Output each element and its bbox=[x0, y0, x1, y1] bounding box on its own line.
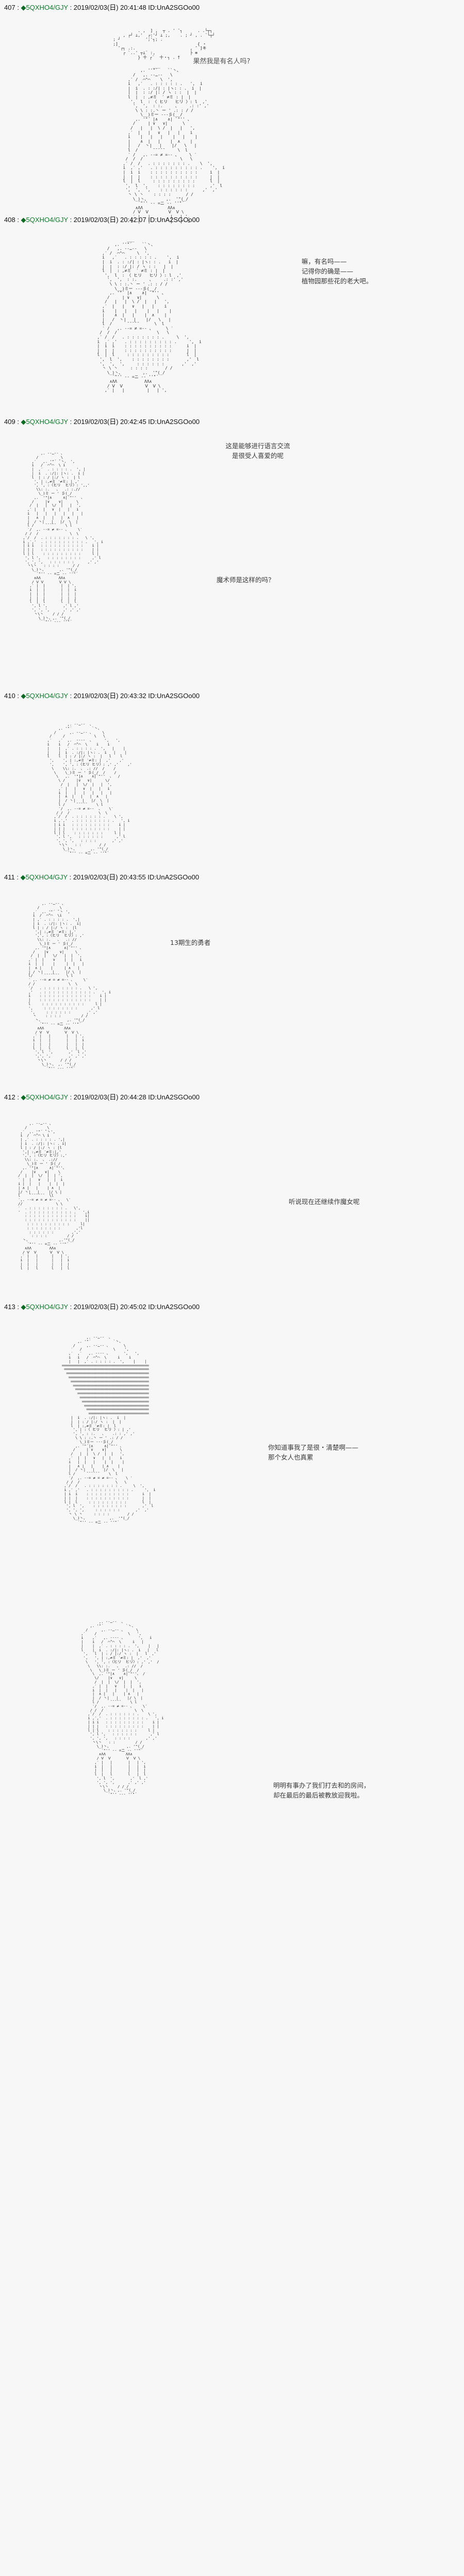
post-header: 413 : ◆5QXHO4/GJY : 2019/02/03(日) 20:45:… bbox=[0, 1299, 464, 1313]
post-413: 413 : ◆5QXHO4/GJY : 2019/02/03(日) 20:45:… bbox=[0, 1299, 464, 1886]
post-userid: ID:UnA2SGOo00 bbox=[148, 4, 200, 11]
post-number: 409 bbox=[4, 418, 15, 426]
post-sep: : bbox=[68, 1303, 74, 1311]
post-body-continued: ,. -‐…‐- 、 ,. '"´ `丶、 / ,. -‐…‐- 、 \ ,′ … bbox=[0, 1599, 464, 1886]
tripcode: 5QXHO4/GJY bbox=[26, 4, 68, 11]
ascii-art: ___ ,. ''"´ ``丶、 / ,. -‐…‐- \ ,′ / ⌒^⌒ \… bbox=[97, 238, 202, 393]
post-userid: ID:UnA2SGOo00 bbox=[148, 692, 200, 700]
ascii-art: ,. -‐…‐- 、 / \ ,′ ,. '"´ ̄`丶', i / ⌒^⌒ \… bbox=[18, 1121, 90, 1270]
post-body: ___ ,. ''"´ ``丶、 / ,. -‐…‐- \ ,′ / ⌒^⌒ \… bbox=[0, 226, 464, 414]
post-408: 408 : ◆5QXHO4/GJY : 2019/02/03(日) 20:42:… bbox=[0, 212, 464, 414]
dialogue-text: 听说现在还继续作魔女呢 bbox=[289, 1198, 360, 1206]
ascii-art: ,. -‐…‐- 、 / \ ,′ ,. '"´ ̄`丶、 ', i / ⌒^⌒… bbox=[23, 451, 104, 624]
post-userid: ID:UnA2SGOo00 bbox=[148, 418, 200, 426]
post-body: ,. -‐…‐- 、 / \ ,′ ,. '"´ ̄`丶、 ', i / ⌒^⌒… bbox=[0, 428, 464, 688]
trip-diamond-icon: ◆ bbox=[21, 4, 26, 11]
ascii-art: ,. -‐…‐- 、 / \ ,′ ,. '"´ ̄`丶 ', i / ⌒^⌒ … bbox=[28, 901, 111, 1071]
post-body: ,. -‐…‐- 、 ,. '"´ `丶、 / ,. -‐…‐- 、 \ / /… bbox=[0, 702, 464, 870]
dialogue-text-continued: 明明有事办了我们打去和的房间， 却在最后的最后被教放迎我啦。 bbox=[273, 1782, 370, 1799]
dialogue-bubble: 果然我是有名人吗? bbox=[193, 58, 251, 65]
dialogue-text: 13期生的勇者 bbox=[170, 939, 211, 946]
post-number: 410 bbox=[4, 692, 15, 700]
tripcode: 5QXHO4/GJY bbox=[26, 1303, 68, 1311]
post-sep: : bbox=[15, 216, 21, 224]
dialogue-bubble-lower: 魔术师是这样的吗？ bbox=[217, 576, 275, 584]
post-407: 407 : ◆5QXHO4/GJY : 2019/02/03(日) 20:41:… bbox=[0, 0, 464, 223]
dialogue-text: 嘛，有名吗—— 记得你的确是—— 植物园那些花的老大吧。 bbox=[302, 258, 373, 285]
ascii-art: ,. -‐…‐- 、 ,. '"´ `丶、 / ,. -‐…‐- 、 \ ,′ … bbox=[81, 1619, 164, 1797]
post-411: 411 : ◆5QXHO4/GJY : 2019/02/03(日) 20:43:… bbox=[0, 870, 464, 1090]
post-date: 2019/02/03(日) 20:41:48 bbox=[73, 4, 146, 11]
dialogue-bubble-upper: 这是能够进行语言交流 是很受人喜爱的呢 bbox=[225, 442, 290, 460]
post-number: 412 bbox=[4, 1093, 15, 1101]
post-body: ,. -‐…‐- 、 / \ ,′ ,. '"´ ̄`丶 ', i / ⌒^⌒ … bbox=[0, 883, 464, 1090]
post-sep: : bbox=[15, 1093, 21, 1101]
post-body: ,. -‐…‐- 、 / \ ,′ ,. '"´ ̄`丶', i / ⌒^⌒ \… bbox=[0, 1103, 464, 1299]
post-header: 407 : ◆5QXHO4/GJY : 2019/02/03(日) 20:41:… bbox=[0, 0, 464, 13]
post-sep: : bbox=[15, 418, 21, 426]
post-sep: : bbox=[67, 873, 73, 881]
trip-diamond-icon: ◆ bbox=[21, 418, 26, 426]
post-userid: ID:UnA2SGOo00 bbox=[147, 873, 200, 881]
post-sep: : bbox=[14, 873, 21, 881]
post-number: 407 bbox=[4, 4, 15, 11]
trip-diamond-icon: ◆ bbox=[21, 1093, 26, 1101]
trip-diamond-icon: ◆ bbox=[21, 216, 26, 224]
ascii-art: . , ] , ┬ . ' ̄ ┐ . .└┬┐ , ┌┘ ⊥,' ┌:'┘ ⊥… bbox=[113, 28, 225, 224]
ascii-art: ,. -‐…‐- 、 ,. '"´ `丶、 / ,. -‐…‐- 、 \ ′ /… bbox=[62, 1335, 156, 1524]
post-sep: : bbox=[15, 1303, 21, 1311]
post-410: 410 : ◆5QXHO4/GJY : 2019/02/03(日) 20:43:… bbox=[0, 688, 464, 870]
trip-diamond-icon: ◆ bbox=[20, 873, 26, 881]
post-sep: : bbox=[68, 692, 74, 700]
trip-diamond-icon: ◆ bbox=[21, 692, 26, 700]
post-sep: : bbox=[68, 1093, 74, 1101]
post-number: 413 bbox=[4, 1303, 15, 1311]
post-sep: : bbox=[15, 4, 21, 11]
post-sep: : bbox=[68, 4, 74, 11]
post-date: 2019/02/03(日) 20:42:45 bbox=[73, 418, 146, 426]
post-412: 412 : ◆5QXHO4/GJY : 2019/02/03(日) 20:44:… bbox=[0, 1090, 464, 1299]
post-header: 408 : ◆5QXHO4/GJY : 2019/02/03(日) 20:42:… bbox=[0, 212, 464, 226]
post-header: 410 : ◆5QXHO4/GJY : 2019/02/03(日) 20:43:… bbox=[0, 688, 464, 702]
tripcode: 5QXHO4/GJY bbox=[26, 692, 68, 700]
post-sep: : bbox=[68, 418, 74, 426]
thread-container: 407 : ◆5QXHO4/GJY : 2019/02/03(日) 20:41:… bbox=[0, 0, 464, 1917]
post-date: 2019/02/03(日) 20:43:55 bbox=[73, 873, 146, 881]
post-409: 409 : ◆5QXHO4/GJY : 2019/02/03(日) 20:42:… bbox=[0, 414, 464, 688]
post-sep: : bbox=[15, 692, 21, 700]
post-body: ,. -‐…‐- 、 ,. '"´ `丶、 / ,. -‐…‐- 、 \ ′ /… bbox=[0, 1313, 464, 1599]
post-header: 409 : ◆5QXHO4/GJY : 2019/02/03(日) 20:42:… bbox=[0, 414, 464, 428]
tripcode: 5QXHO4/GJY bbox=[26, 216, 68, 224]
post-date: 2019/02/03(日) 20:45:02 bbox=[73, 1303, 146, 1311]
post-number: 411 bbox=[4, 873, 15, 881]
post-header: 411 : ◆5QXHO4/GJY : 2019/02/03(日) 20:43:… bbox=[0, 870, 464, 883]
post-date: 2019/02/03(日) 20:42:07 bbox=[73, 216, 146, 224]
post-userid: ID:UnA2SGOo00 bbox=[148, 216, 200, 224]
dialogue-text: 你知道事我了是很・清楚啊—— 那个女人也真累 bbox=[268, 1444, 359, 1461]
post-sep: : bbox=[68, 216, 74, 224]
tripcode: 5QXHO4/GJY bbox=[25, 873, 68, 881]
ascii-art: ,. -‐…‐- 、 ,. '"´ `丶、 / ,. -‐…‐- 、 \ / /… bbox=[47, 722, 132, 855]
post-date: 2019/02/03(日) 20:43:32 bbox=[73, 692, 146, 700]
post-number: 408 bbox=[4, 216, 15, 224]
thread-bottom-spacer bbox=[0, 1886, 464, 1917]
post-body: . , ] , ┬ . ' ̄ ┐ . .└┬┐ , ┌┘ ⊥,' ┌:'┘ ⊥… bbox=[0, 13, 464, 223]
post-userid: ID:UnA2SGOo00 bbox=[148, 1093, 200, 1101]
post-date: 2019/02/03(日) 20:44:28 bbox=[73, 1093, 146, 1101]
post-userid: ID:UnA2SGOo00 bbox=[148, 1303, 200, 1311]
tripcode: 5QXHO4/GJY bbox=[26, 1093, 68, 1101]
tripcode: 5QXHO4/GJY bbox=[26, 418, 68, 426]
post-header: 412 : ◆5QXHO4/GJY : 2019/02/03(日) 20:44:… bbox=[0, 1090, 464, 1103]
trip-diamond-icon: ◆ bbox=[21, 1303, 26, 1311]
